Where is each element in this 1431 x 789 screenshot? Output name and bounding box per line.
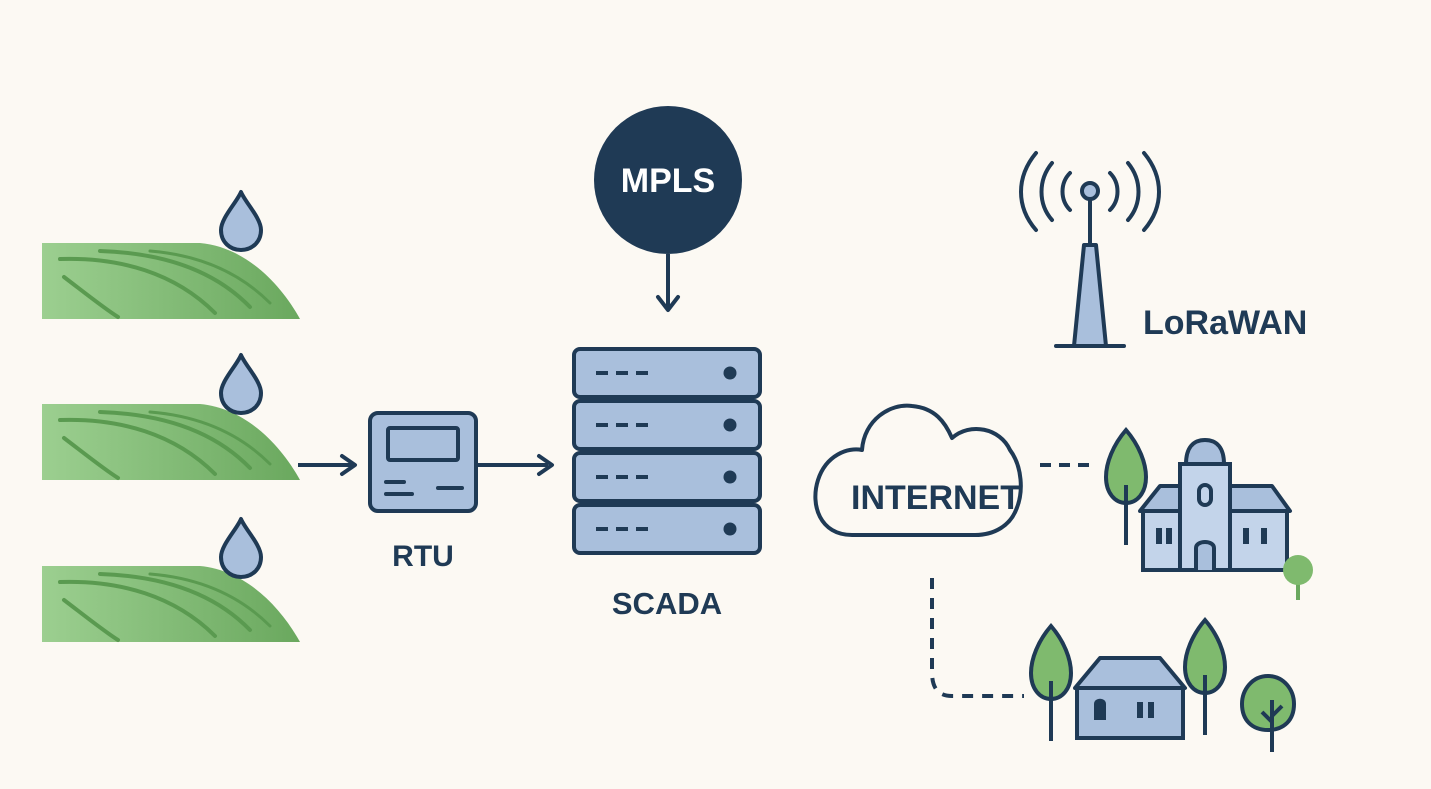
radio-tower-icon	[1019, 151, 1161, 348]
dashed-link-to-house	[930, 578, 1024, 698]
rtu-label: RTU	[392, 540, 454, 573]
scada-label: SCADA	[612, 586, 722, 621]
internet-label: INTERNET	[851, 479, 1021, 517]
tree-icon	[1104, 428, 1148, 547]
tree-icon	[1239, 673, 1297, 752]
field-3	[40, 564, 302, 644]
tree-icon	[1183, 618, 1227, 737]
field-1	[40, 241, 302, 321]
server-rack-icon	[572, 347, 762, 555]
house-icon	[1073, 656, 1187, 740]
field-2	[40, 402, 302, 482]
mpls-label: MPLS	[621, 162, 715, 200]
municipal-building-icon	[1138, 437, 1292, 572]
water-drop-icon	[219, 190, 263, 252]
cloud-icon	[813, 403, 1023, 537]
water-drop-icon	[219, 517, 263, 579]
arrow-rtu-to-scada	[476, 454, 554, 476]
water-drop-icon	[219, 353, 263, 415]
mpls-circle-icon	[594, 106, 742, 254]
rtu-device-icon	[368, 411, 478, 513]
tree-icon	[1029, 624, 1073, 743]
tree-icon	[1283, 555, 1313, 600]
arrow-field-to-rtu	[298, 454, 357, 476]
lorawan-label: LoRaWAN	[1143, 304, 1307, 342]
arrow-mpls-to-scada	[656, 254, 680, 312]
